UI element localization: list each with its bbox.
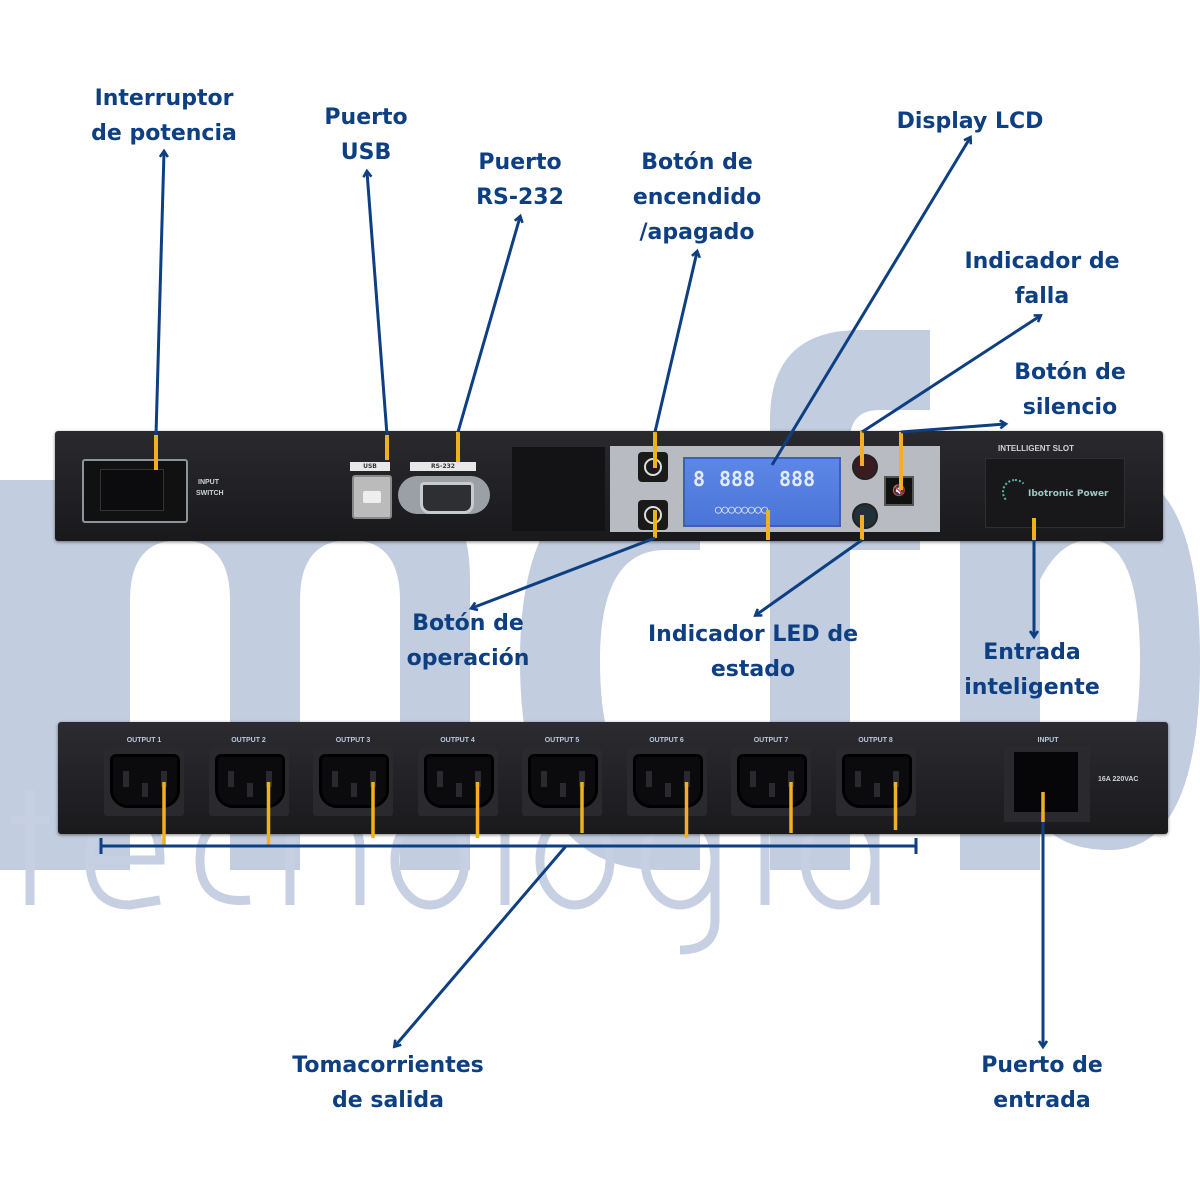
arrow-status-led [756, 538, 863, 615]
output-label: OUTPUT 2 [231, 737, 266, 744]
arrow-operation [472, 536, 656, 608]
output-label: OUTPUT 6 [649, 737, 684, 744]
arrow-mute [900, 424, 1005, 434]
c13-socket-icon [737, 754, 807, 808]
output-label: OUTPUT 1 [126, 737, 162, 744]
arrow-power-switch [154, 152, 164, 436]
output-socket[interactable]: OUTPUT 1 [98, 736, 190, 822]
output-socket[interactable]: OUTPUT 8 [830, 736, 922, 822]
c13-socket-icon [110, 754, 180, 808]
output-socket[interactable]: OUTPUT 7 [725, 736, 817, 822]
arrow-usb [367, 172, 389, 436]
switch-caption-2: SWITCH [196, 490, 224, 497]
power-switch[interactable] [82, 459, 188, 523]
output-label: OUTPUT 8 [858, 737, 893, 744]
output-socket[interactable]: OUTPUT 3 [307, 736, 399, 822]
slot-brand: Ibotronic Power [1028, 489, 1109, 499]
output-label: OUTPUT 7 [753, 737, 789, 744]
rs232-port[interactable] [398, 476, 490, 514]
c13-socket-icon [841, 754, 912, 808]
brand-logo-icon [1002, 479, 1028, 505]
switch-caption-1: INPUT [198, 479, 219, 486]
arrow-outputs [395, 845, 568, 1046]
lcd-group-2: 888 [779, 467, 816, 491]
lcd-status-leds: ◯◯◯◯◯◯◯◯ [715, 503, 768, 516]
rocker-icon [100, 469, 164, 511]
rs232-tag: RS-232 [410, 462, 476, 471]
output-socket[interactable]: OUTPUT 2 [203, 736, 295, 822]
c20-inlet-icon [1014, 752, 1078, 812]
output-label: OUTPUT 3 [335, 737, 371, 744]
output-socket[interactable]: OUTPUT 4 [412, 736, 504, 822]
lcd-group-1: 888 [719, 467, 756, 491]
c13-socket-icon [528, 754, 598, 808]
lcd-digit: 8 [693, 467, 706, 491]
status-led [852, 503, 878, 529]
pointer-ticks [154, 430, 1036, 540]
fault-indicator-led [852, 454, 878, 480]
c13-socket-icon [423, 754, 494, 808]
output-socket[interactable]: OUTPUT 5 [516, 736, 608, 822]
arrow-lcd [770, 138, 970, 466]
watermark-tagline-shape [10, 780, 880, 955]
usb-tag: USB [350, 462, 390, 471]
usb-b-icon [363, 491, 381, 503]
output-label: OUTPUT 5 [544, 737, 580, 744]
c13-socket-icon [214, 754, 285, 808]
output-label: OUTPUT 4 [440, 737, 475, 744]
input-port[interactable]: INPUT [1000, 736, 1096, 826]
rating-label: 16A 220VAC [1098, 776, 1139, 783]
arrow-fault [861, 316, 1040, 434]
c13-socket-icon [319, 754, 389, 808]
pdu-front-panel [55, 431, 1163, 541]
arrow-rs232 [456, 217, 520, 433]
intelligent-slot[interactable]: Ibotronic Power [985, 458, 1125, 528]
arrow-power-button [653, 252, 697, 433]
usb-port[interactable] [352, 475, 392, 519]
arrows [99, 138, 1043, 1046]
lcd-display: 8 888 888 ◯◯◯◯◯◯◯◯ [683, 457, 841, 527]
blank-plate [512, 447, 605, 531]
db9-connector-icon [420, 482, 474, 514]
c13-socket-icon [632, 754, 703, 808]
output-socket[interactable]: OUTPUT 6 [621, 736, 713, 822]
input-label: INPUT [1037, 737, 1059, 744]
label-lcd-display: Display LCD [896, 109, 1044, 134]
slot-title: INTELLIGENT SLOT [998, 444, 1074, 453]
